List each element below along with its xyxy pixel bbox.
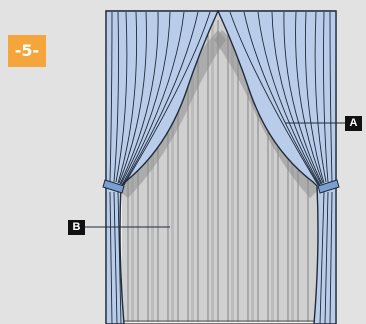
left-drape [105, 10, 220, 324]
right-tieback [317, 179, 340, 194]
left-tieback [102, 179, 125, 194]
callout-b-label: B [68, 220, 85, 235]
callout-a-label: A [345, 116, 362, 131]
step-number-badge: -5- [8, 35, 46, 67]
right-drape [216, 10, 337, 324]
